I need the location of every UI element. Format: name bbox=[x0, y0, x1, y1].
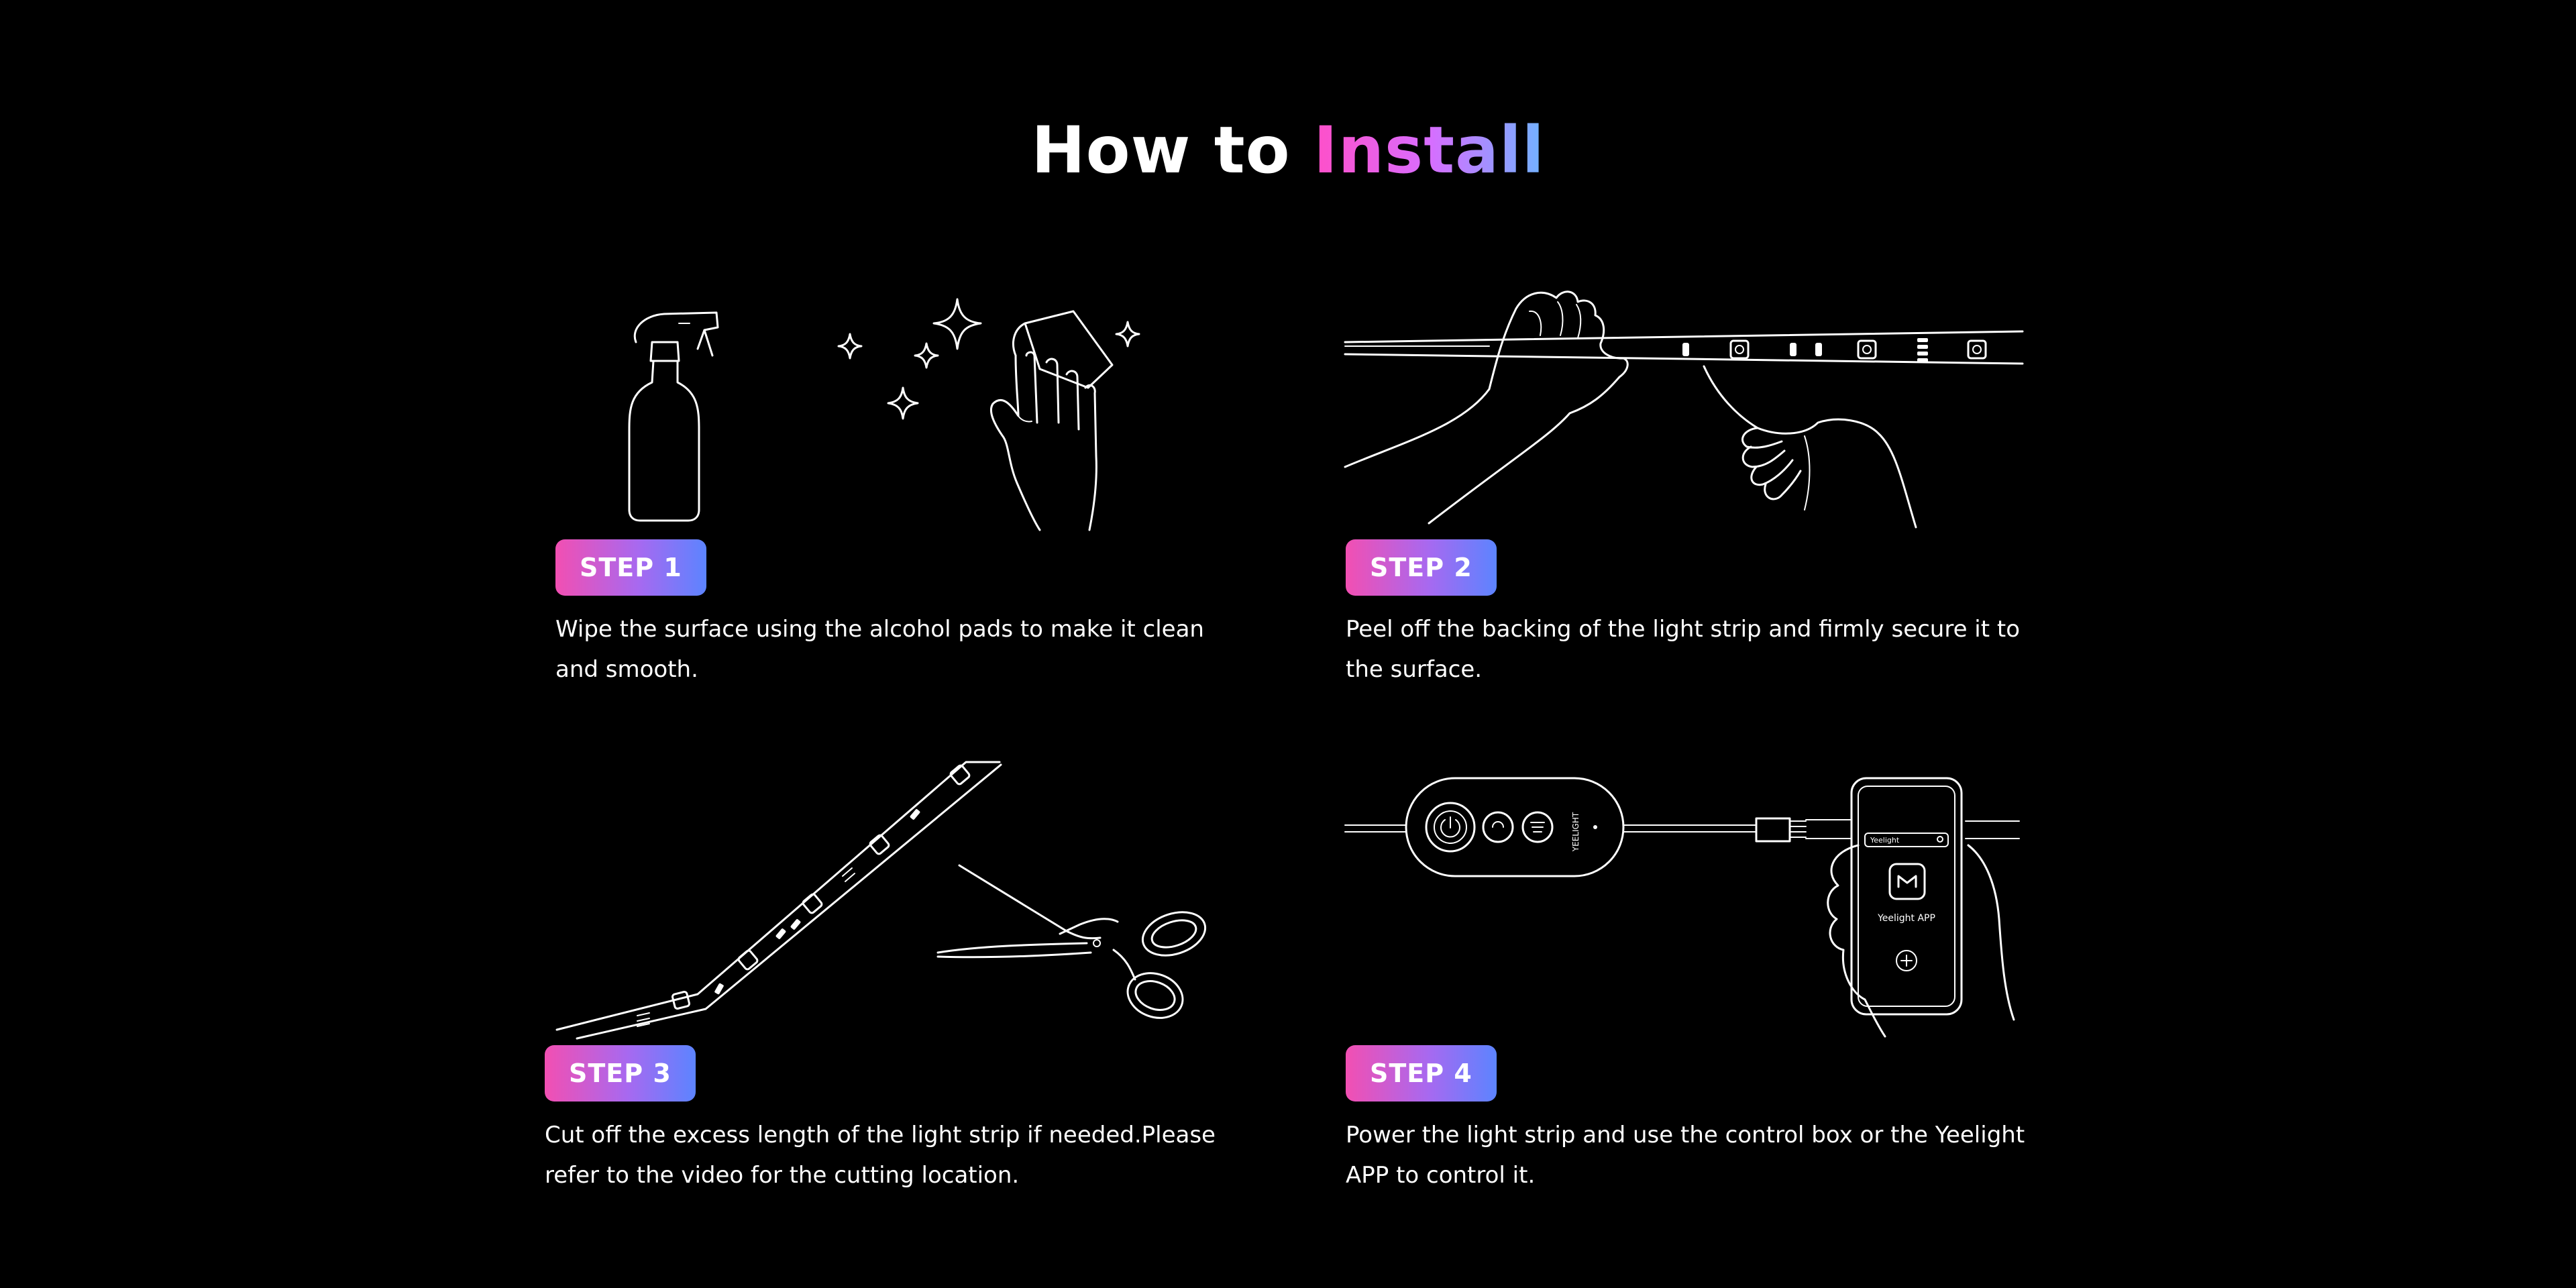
step-1-label: STEP 1 bbox=[580, 553, 682, 582]
step-4-description: Power the light strip and use the contro… bbox=[1346, 1122, 2025, 1189]
step-3-badge: STEP 3 bbox=[545, 1045, 696, 1102]
step-4-badge: STEP 4 bbox=[1346, 1045, 1497, 1102]
step1-illustration bbox=[604, 288, 1208, 537]
peeling-hand-icon bbox=[1703, 365, 1917, 529]
step-1-badge: STEP 1 bbox=[555, 539, 706, 596]
page-title: How to Install bbox=[0, 113, 2576, 188]
step3-illustration bbox=[550, 758, 1221, 1040]
wiping-hand-icon bbox=[989, 310, 1114, 531]
scissors-icon bbox=[936, 864, 1207, 1019]
light-strip-icon bbox=[555, 761, 1002, 1040]
step-2-description: Peel off the backing of the light strip … bbox=[1346, 616, 2021, 683]
spray-bottle-icon bbox=[628, 311, 719, 522]
step4-illustration: YEELIGHT Yeelight Yeelight APP bbox=[1342, 771, 2033, 1040]
step-4-label: STEP 4 bbox=[1370, 1059, 1472, 1088]
step-2-badge: STEP 2 bbox=[1346, 539, 1497, 596]
smartphone-icon: Yeelight Yeelight APP bbox=[1850, 777, 1963, 1016]
step-2-label: STEP 2 bbox=[1370, 553, 1472, 582]
phone-app-label: Yeelight APP bbox=[1877, 913, 1935, 924]
title-accent: Install bbox=[1313, 113, 1545, 188]
sparkle-icon bbox=[837, 298, 1140, 420]
pressing-hand-icon bbox=[1344, 290, 1629, 525]
phone-hand-icon bbox=[1827, 844, 2015, 1038]
step2-illustration bbox=[1342, 282, 2033, 537]
step-3-description: Cut off the excess length of the light s… bbox=[545, 1122, 1216, 1189]
step-1-description: Wipe the surface using the alcohol pads … bbox=[555, 616, 1204, 683]
control-box: YEELIGHT bbox=[1405, 777, 1625, 877]
power-cable-icon bbox=[1344, 817, 2020, 843]
light-strip-icon bbox=[1344, 330, 2024, 365]
controller-label: YEELIGHT bbox=[1571, 812, 1580, 852]
phone-search-text: Yeelight bbox=[1870, 836, 1900, 845]
title-prefix: How to bbox=[1031, 113, 1291, 188]
step-3-label: STEP 3 bbox=[569, 1059, 672, 1088]
